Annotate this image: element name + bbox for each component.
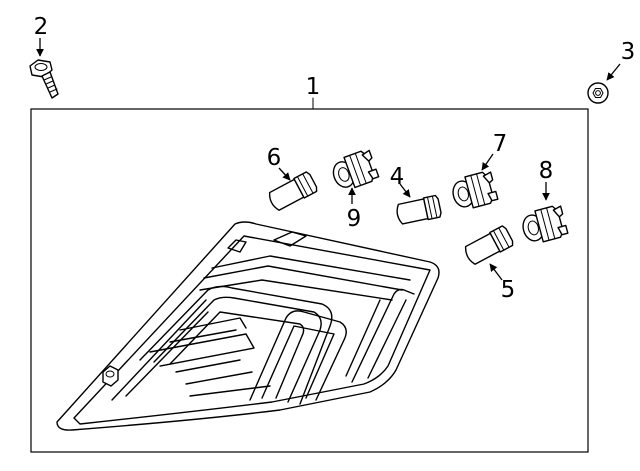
socket-8	[522, 205, 569, 243]
socket-7	[452, 171, 499, 209]
callout-7-leader	[481, 153, 494, 171]
lamp-light-guide-outer	[139, 285, 333, 405]
lamp-right-bar-1	[351, 288, 415, 383]
lamp-housing-outline	[56, 221, 440, 431]
lamp-mounting-stud-face	[105, 370, 115, 378]
bulb-5	[464, 225, 514, 265]
lamp-inner-u-2	[261, 325, 335, 399]
lamp-lower-strip-2	[175, 359, 241, 373]
lamp-lens-contour	[73, 235, 431, 425]
lamp-inner-u	[249, 310, 347, 401]
lamp-top-tab	[227, 239, 247, 253]
lamp-lower-strip-3	[185, 371, 253, 385]
lamp-left-rib-4	[169, 329, 237, 343]
lamp-lower-strip-4	[189, 385, 271, 397]
lamp-light-guide-mid	[153, 296, 322, 403]
bulb-4	[396, 194, 442, 225]
callout-6-leader	[278, 167, 291, 181]
tail-lamp-assembly	[56, 221, 440, 431]
lamp-left-rib-2	[125, 311, 209, 397]
callout-4-leader	[399, 183, 411, 198]
bulb-6	[268, 171, 318, 211]
callout-4-label: 4	[390, 164, 405, 190]
lamp-right-bar-2	[367, 299, 407, 379]
callout-3-leader	[606, 63, 621, 81]
callout-9-label: 9	[347, 206, 362, 232]
lamp-mounting-stud	[102, 365, 119, 387]
callout-3-label: 3	[621, 39, 636, 65]
lamp-left-rib-3	[179, 317, 247, 331]
assembly-frame	[30, 108, 589, 453]
callout-5-label: 5	[501, 277, 516, 303]
callout-6-label: 6	[267, 145, 282, 171]
lamp-upper-band-2	[203, 265, 403, 291]
lamp-upper-band-1	[211, 255, 411, 281]
lamp-top-ridge	[273, 231, 307, 247]
lamp-lower-strip-1	[149, 333, 255, 367]
callout-8-label: 8	[539, 158, 554, 184]
lamp-left-rib-1	[111, 299, 207, 401]
callout-1-label: 1	[306, 74, 321, 100]
nut	[587, 82, 609, 104]
screw	[29, 59, 59, 99]
callout-2-label: 2	[34, 14, 49, 40]
socket-9	[332, 149, 380, 189]
callout-5-leader	[489, 263, 503, 281]
callout-7-label: 7	[493, 131, 508, 157]
lamp-right-bar-3	[345, 299, 381, 377]
